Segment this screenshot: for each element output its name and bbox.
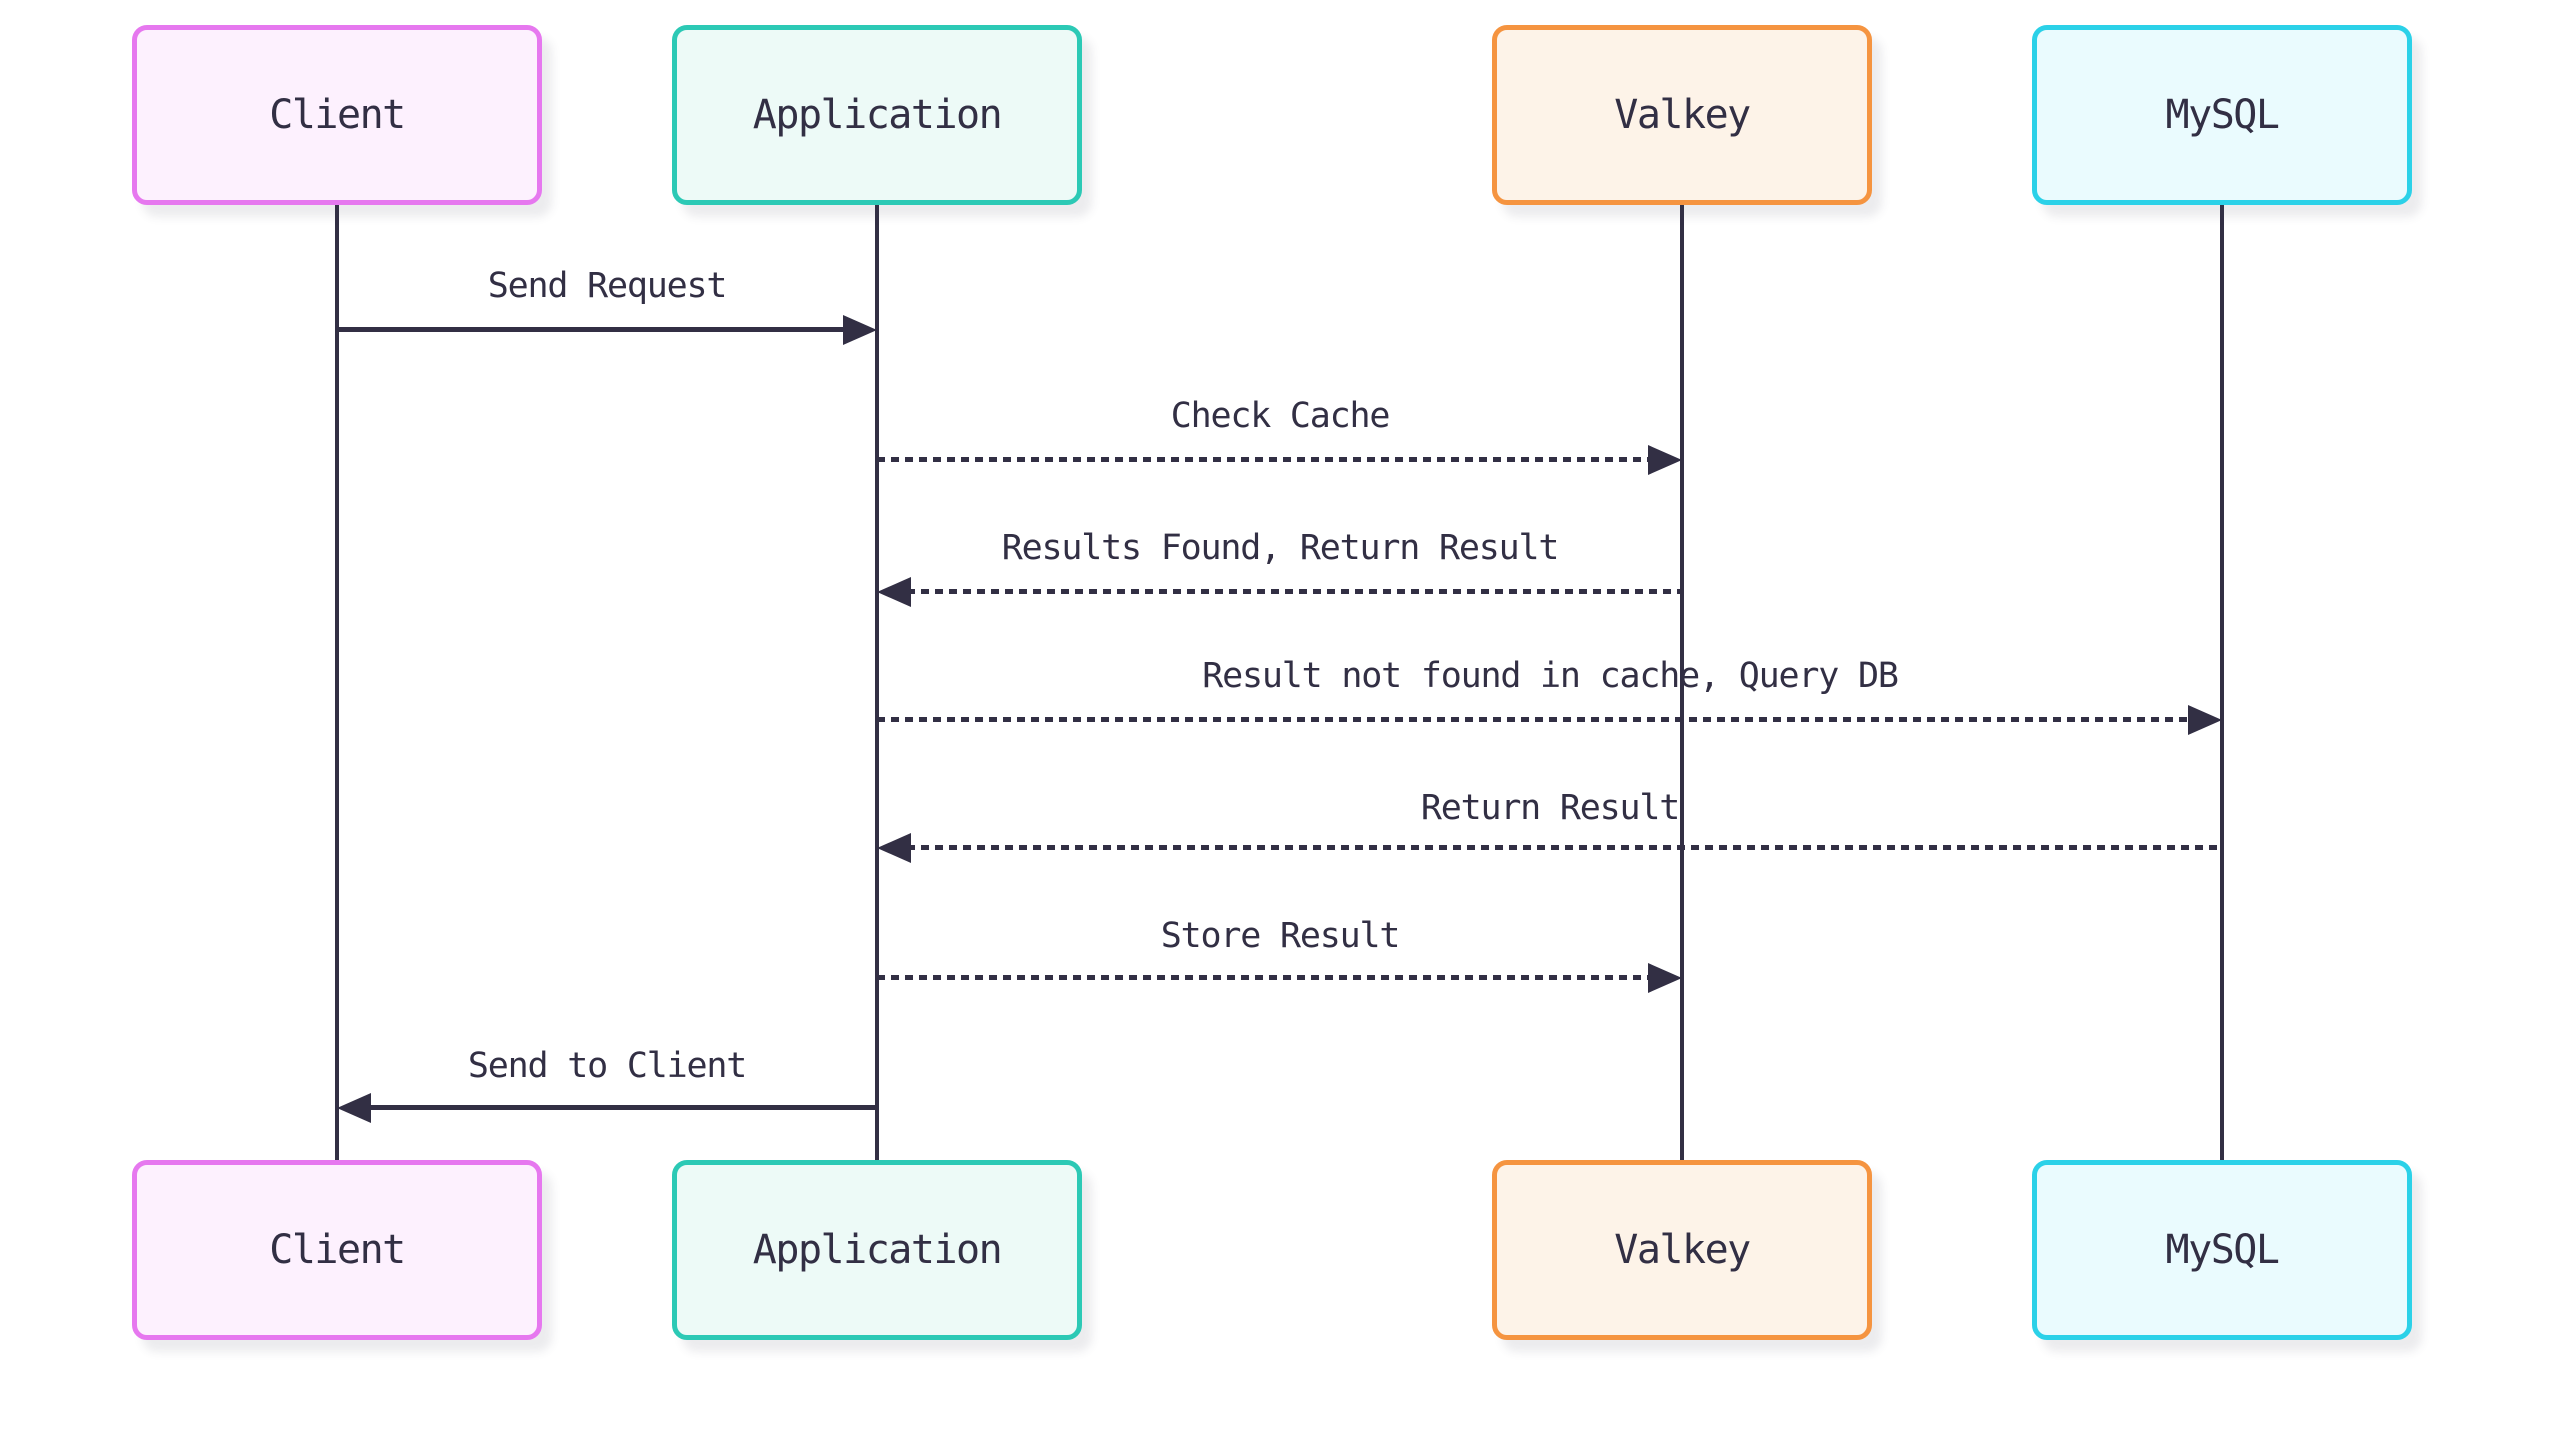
message-line-return-result xyxy=(907,845,2222,850)
actor-label-client: Client xyxy=(269,1227,406,1273)
actor-box-client-top: Client xyxy=(132,25,542,205)
arrowhead-left-icon xyxy=(337,1093,371,1123)
lifeline-application xyxy=(875,205,879,1160)
message-line-check-cache xyxy=(877,457,1652,462)
arrowhead-right-icon xyxy=(2188,705,2222,735)
lifeline-mysql xyxy=(2220,205,2224,1160)
message-label-return-result: Return Result xyxy=(1420,788,1681,828)
actor-box-mysql-bottom: MySQL xyxy=(2032,1160,2412,1340)
actor-label-client: Client xyxy=(269,92,406,138)
actor-box-application-bottom: Application xyxy=(672,1160,1082,1340)
message-label-store-result: Store Result xyxy=(1160,916,1401,956)
actor-label-mysql: MySQL xyxy=(2165,92,2280,138)
message-line-send-request xyxy=(337,327,847,332)
message-label-send-to-client: Send to Client xyxy=(467,1046,747,1086)
actor-label-valkey: Valkey xyxy=(1614,92,1751,138)
lifeline-client xyxy=(335,205,339,1160)
message-line-store-result xyxy=(877,975,1652,980)
message-line-send-to-client xyxy=(367,1105,877,1110)
arrowhead-left-icon xyxy=(877,577,911,607)
actor-label-mysql: MySQL xyxy=(2165,1227,2280,1273)
message-line-results-found xyxy=(907,589,1682,594)
actor-box-valkey-top: Valkey xyxy=(1492,25,1872,205)
actor-box-client-bottom: Client xyxy=(132,1160,542,1340)
message-label-results-found: Results Found, Return Result xyxy=(1001,528,1560,568)
message-line-query-db xyxy=(877,717,2192,722)
actor-label-application: Application xyxy=(752,92,1003,138)
message-label-query-db: Result not found in cache, Query DB xyxy=(1202,656,1899,696)
arrowhead-right-icon xyxy=(1648,963,1682,993)
message-label-check-cache: Check Cache xyxy=(1170,396,1391,436)
actor-label-valkey: Valkey xyxy=(1614,1227,1751,1273)
arrowhead-right-icon xyxy=(843,315,877,345)
arrowhead-right-icon xyxy=(1648,445,1682,475)
actor-label-application: Application xyxy=(752,1227,1003,1273)
actor-box-valkey-bottom: Valkey xyxy=(1492,1160,1872,1340)
message-label-send-request: Send Request xyxy=(487,266,728,306)
actor-box-mysql-top: MySQL xyxy=(2032,25,2412,205)
actor-box-application-top: Application xyxy=(672,25,1082,205)
arrowhead-left-icon xyxy=(877,833,911,863)
lifeline-valkey xyxy=(1680,205,1684,1160)
